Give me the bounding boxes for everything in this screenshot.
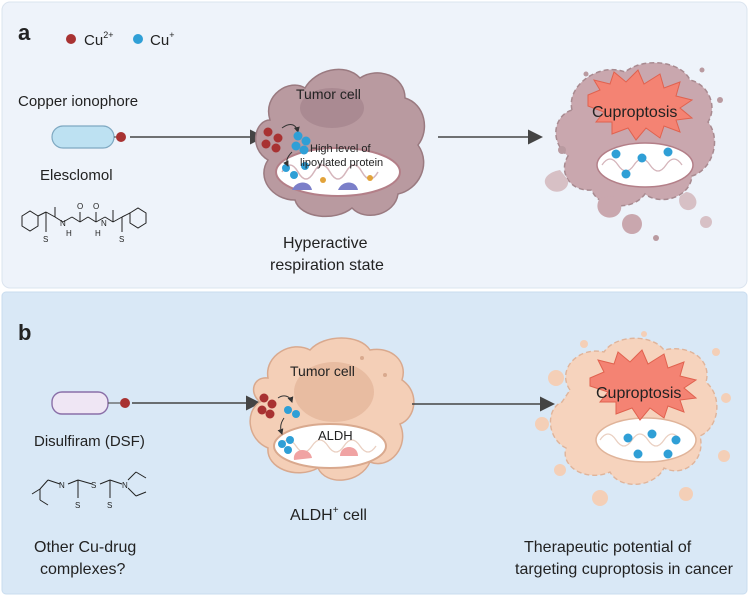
disulfiram-atoms: N S S S N [59,481,128,510]
svg-text:H: H [95,229,101,238]
cuproptosis-label-a: Cuproptosis [592,104,677,121]
cuproptosis-burst-a [587,69,694,141]
disulfiram-structure [31,471,147,506]
svg-text:S: S [75,501,80,510]
disulfiram-label: Disulfiram (DSF) [34,433,145,450]
respiration-state-line2: respiration state [270,257,384,274]
aldh-cell-tumor-label: Tumor cell [290,363,355,379]
cuproptosis-label-b: Cuproptosis [596,385,681,402]
svg-text:S: S [43,235,48,244]
svg-text:O: O [77,202,83,211]
svg-text:H: H [66,229,72,238]
lipoylated-label-line2: lipoylated protein [300,157,383,169]
pill-copper-ion-b [120,398,130,408]
pill-copper-ion [116,132,126,142]
panel-b-label: b [18,320,31,345]
aldh-label: ALDH [318,428,353,443]
lipoylated-label-line1: High level of [310,143,371,155]
svg-text:S: S [107,501,112,510]
panel-a-label: a [18,20,31,45]
damaged-mitochondrion-b [595,417,697,463]
cu1-legend-marker [133,34,143,44]
aldh-tumor-cell: Tumor cell [249,337,415,481]
aldh-enzyme-2 [340,447,358,456]
copper-ions-entering-b [257,393,300,435]
lipoylated-protein-1 [292,182,312,190]
respiration-state-line1: Hyperactive [283,235,368,252]
svg-text:N: N [60,219,66,228]
svg-text:N: N [101,219,107,228]
damaged-mitochondrion-a [596,142,694,188]
therapeutic-potential-line2: targeting cuproptosis in cancer [515,561,734,578]
cu2-legend-label: Cu2+ [84,30,113,49]
elesclomol-pill [51,125,115,149]
svg-text:S: S [91,481,96,490]
elesclomol-atoms: S N H O O N H S [43,202,124,244]
cu1-legend-label: Cu+ [150,30,174,49]
other-complexes-line1: Other Cu-drug [34,539,136,556]
other-complexes-line2: complexes? [40,561,125,578]
aldh-enzyme-1 [293,449,312,460]
copper-ions-entering-a [261,124,311,167]
svg-text:N: N [122,481,128,490]
cu2-legend-marker [66,34,76,44]
legend: Cu2+ Cu+ [66,30,174,49]
svg-text:S: S [119,235,124,244]
tumor-cell-a: Tumor cell [254,68,426,218]
svg-text:N: N [59,481,65,490]
elesclomol-structure [21,207,147,232]
disulfiram-pill [51,391,109,415]
aldh-positive-cell-label: ALDH+ cell [290,505,367,524]
therapeutic-potential-line1: Therapeutic potential of [524,539,692,556]
tumor-cell-label: Tumor cell [296,86,361,102]
cuproptosis-burst-b [589,349,698,421]
lipoylated-protein-2 [338,182,358,190]
svg-text:O: O [93,202,99,211]
copper-ionophore-title: Copper ionophore [18,93,138,110]
elesclomol-label: Elesclomol [40,167,113,184]
